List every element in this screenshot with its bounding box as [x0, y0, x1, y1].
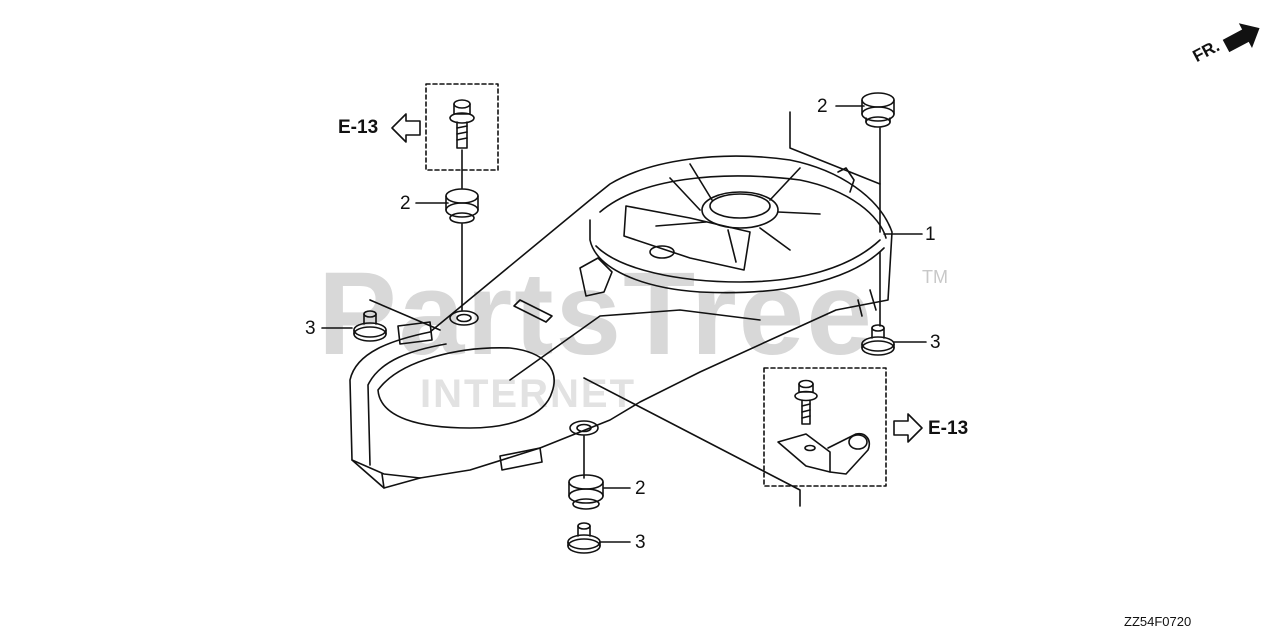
guide-line-diag-top: [789, 111, 881, 185]
grommet-cover-center: [569, 420, 599, 436]
callout-2-bottom: 2: [635, 478, 646, 499]
callout-1: 1: [925, 224, 936, 245]
watermark-trademark: TM: [922, 267, 948, 287]
dashed-box-bracket: [763, 367, 887, 487]
guide-line-left-collar: [369, 299, 441, 331]
collar-left: [353, 310, 387, 342]
clamp-bracket: [777, 432, 871, 475]
ref-arrow-right: [893, 413, 923, 443]
grommet-left: [445, 188, 479, 224]
guide-line-diag-bottom: [583, 377, 801, 507]
grommet-bottom: [568, 474, 604, 510]
grommet-cover-left: [449, 310, 479, 326]
dashed-box-bolt: [425, 83, 499, 171]
collar-bottom: [567, 522, 601, 554]
grommet-top-right: [861, 92, 895, 128]
flange-bolt-right: [794, 379, 818, 425]
collar-right: [861, 324, 895, 356]
belt-cover: [349, 155, 893, 489]
callout-2-top-right: 2: [817, 96, 828, 117]
callout-3-left: 3: [305, 318, 316, 339]
front-direction-arrow: [1222, 23, 1260, 53]
callout-2-left: 2: [400, 193, 411, 214]
callout-3-right: 3: [930, 332, 941, 353]
ref-arrow-left: [391, 113, 421, 143]
watermark-sub: INTERNET: [420, 372, 636, 416]
diagram-code: ZZ54F0720: [1124, 614, 1192, 629]
callout-3-bottom: 3: [635, 532, 646, 553]
flange-bolt-top: [449, 99, 475, 149]
ref-label-right[interactable]: E-13: [928, 418, 969, 439]
ref-label-left[interactable]: E-13: [338, 117, 379, 138]
